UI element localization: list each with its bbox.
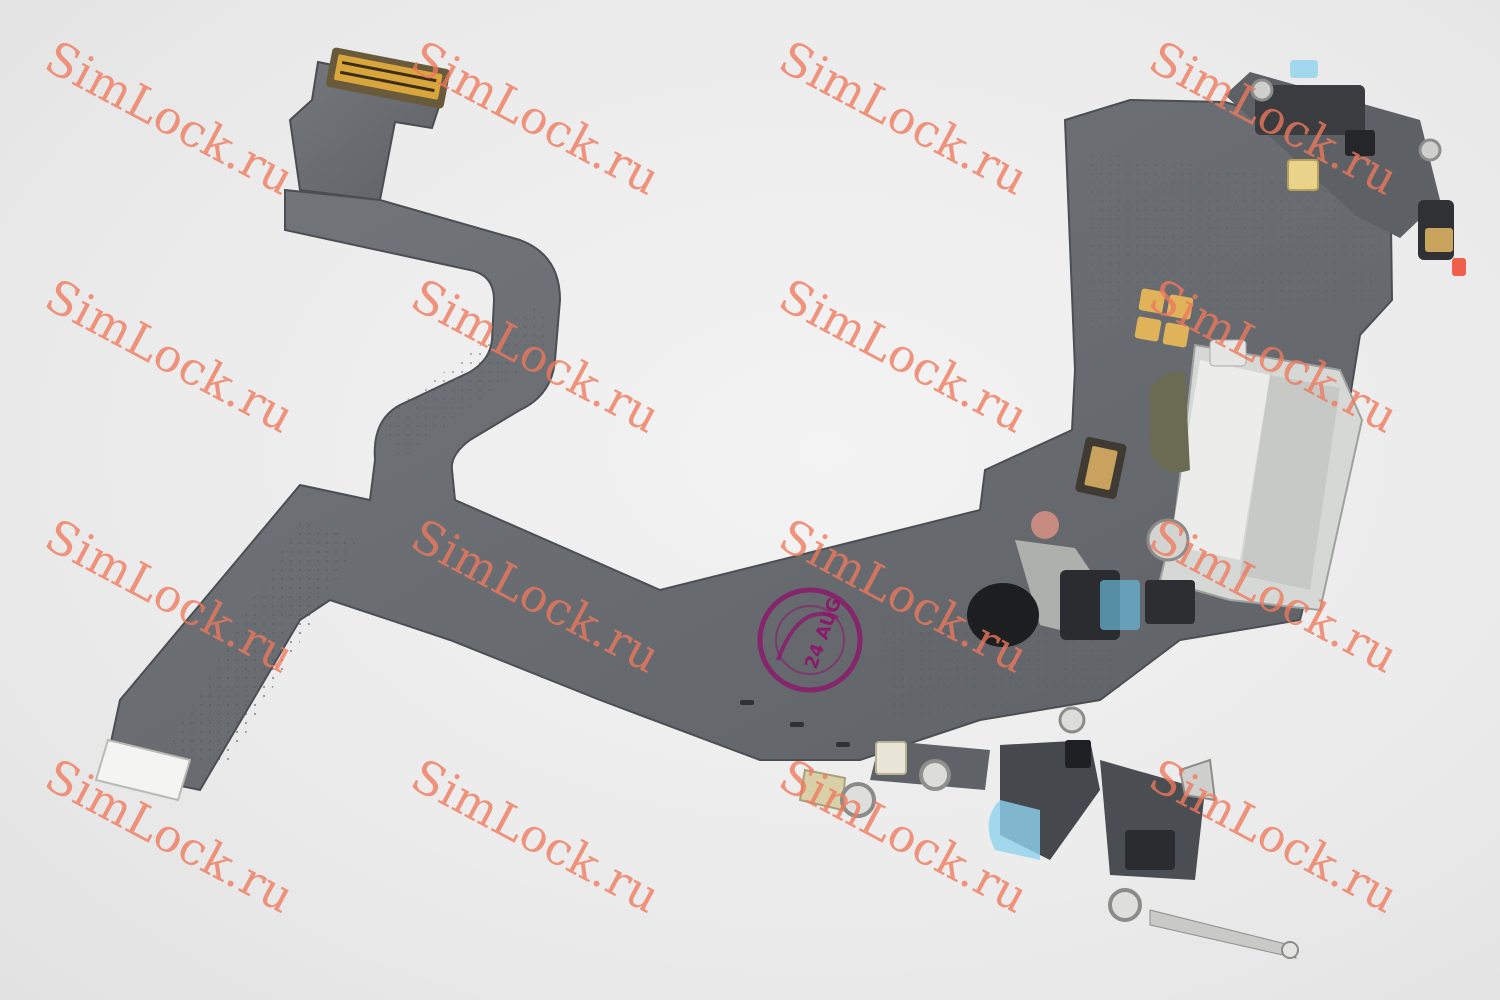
- flex-end-pad: [94, 738, 192, 802]
- top-board-connector: [288, 47, 451, 202]
- date-stamp: 24 AUG: [757, 587, 863, 693]
- small-connector: [1075, 436, 1127, 500]
- top-right-module: [1225, 60, 1466, 276]
- lightning-port: [1146, 339, 1364, 612]
- antenna-branches: [798, 706, 1299, 959]
- microphone-module: [967, 511, 1195, 647]
- gold-pads: [1134, 288, 1194, 348]
